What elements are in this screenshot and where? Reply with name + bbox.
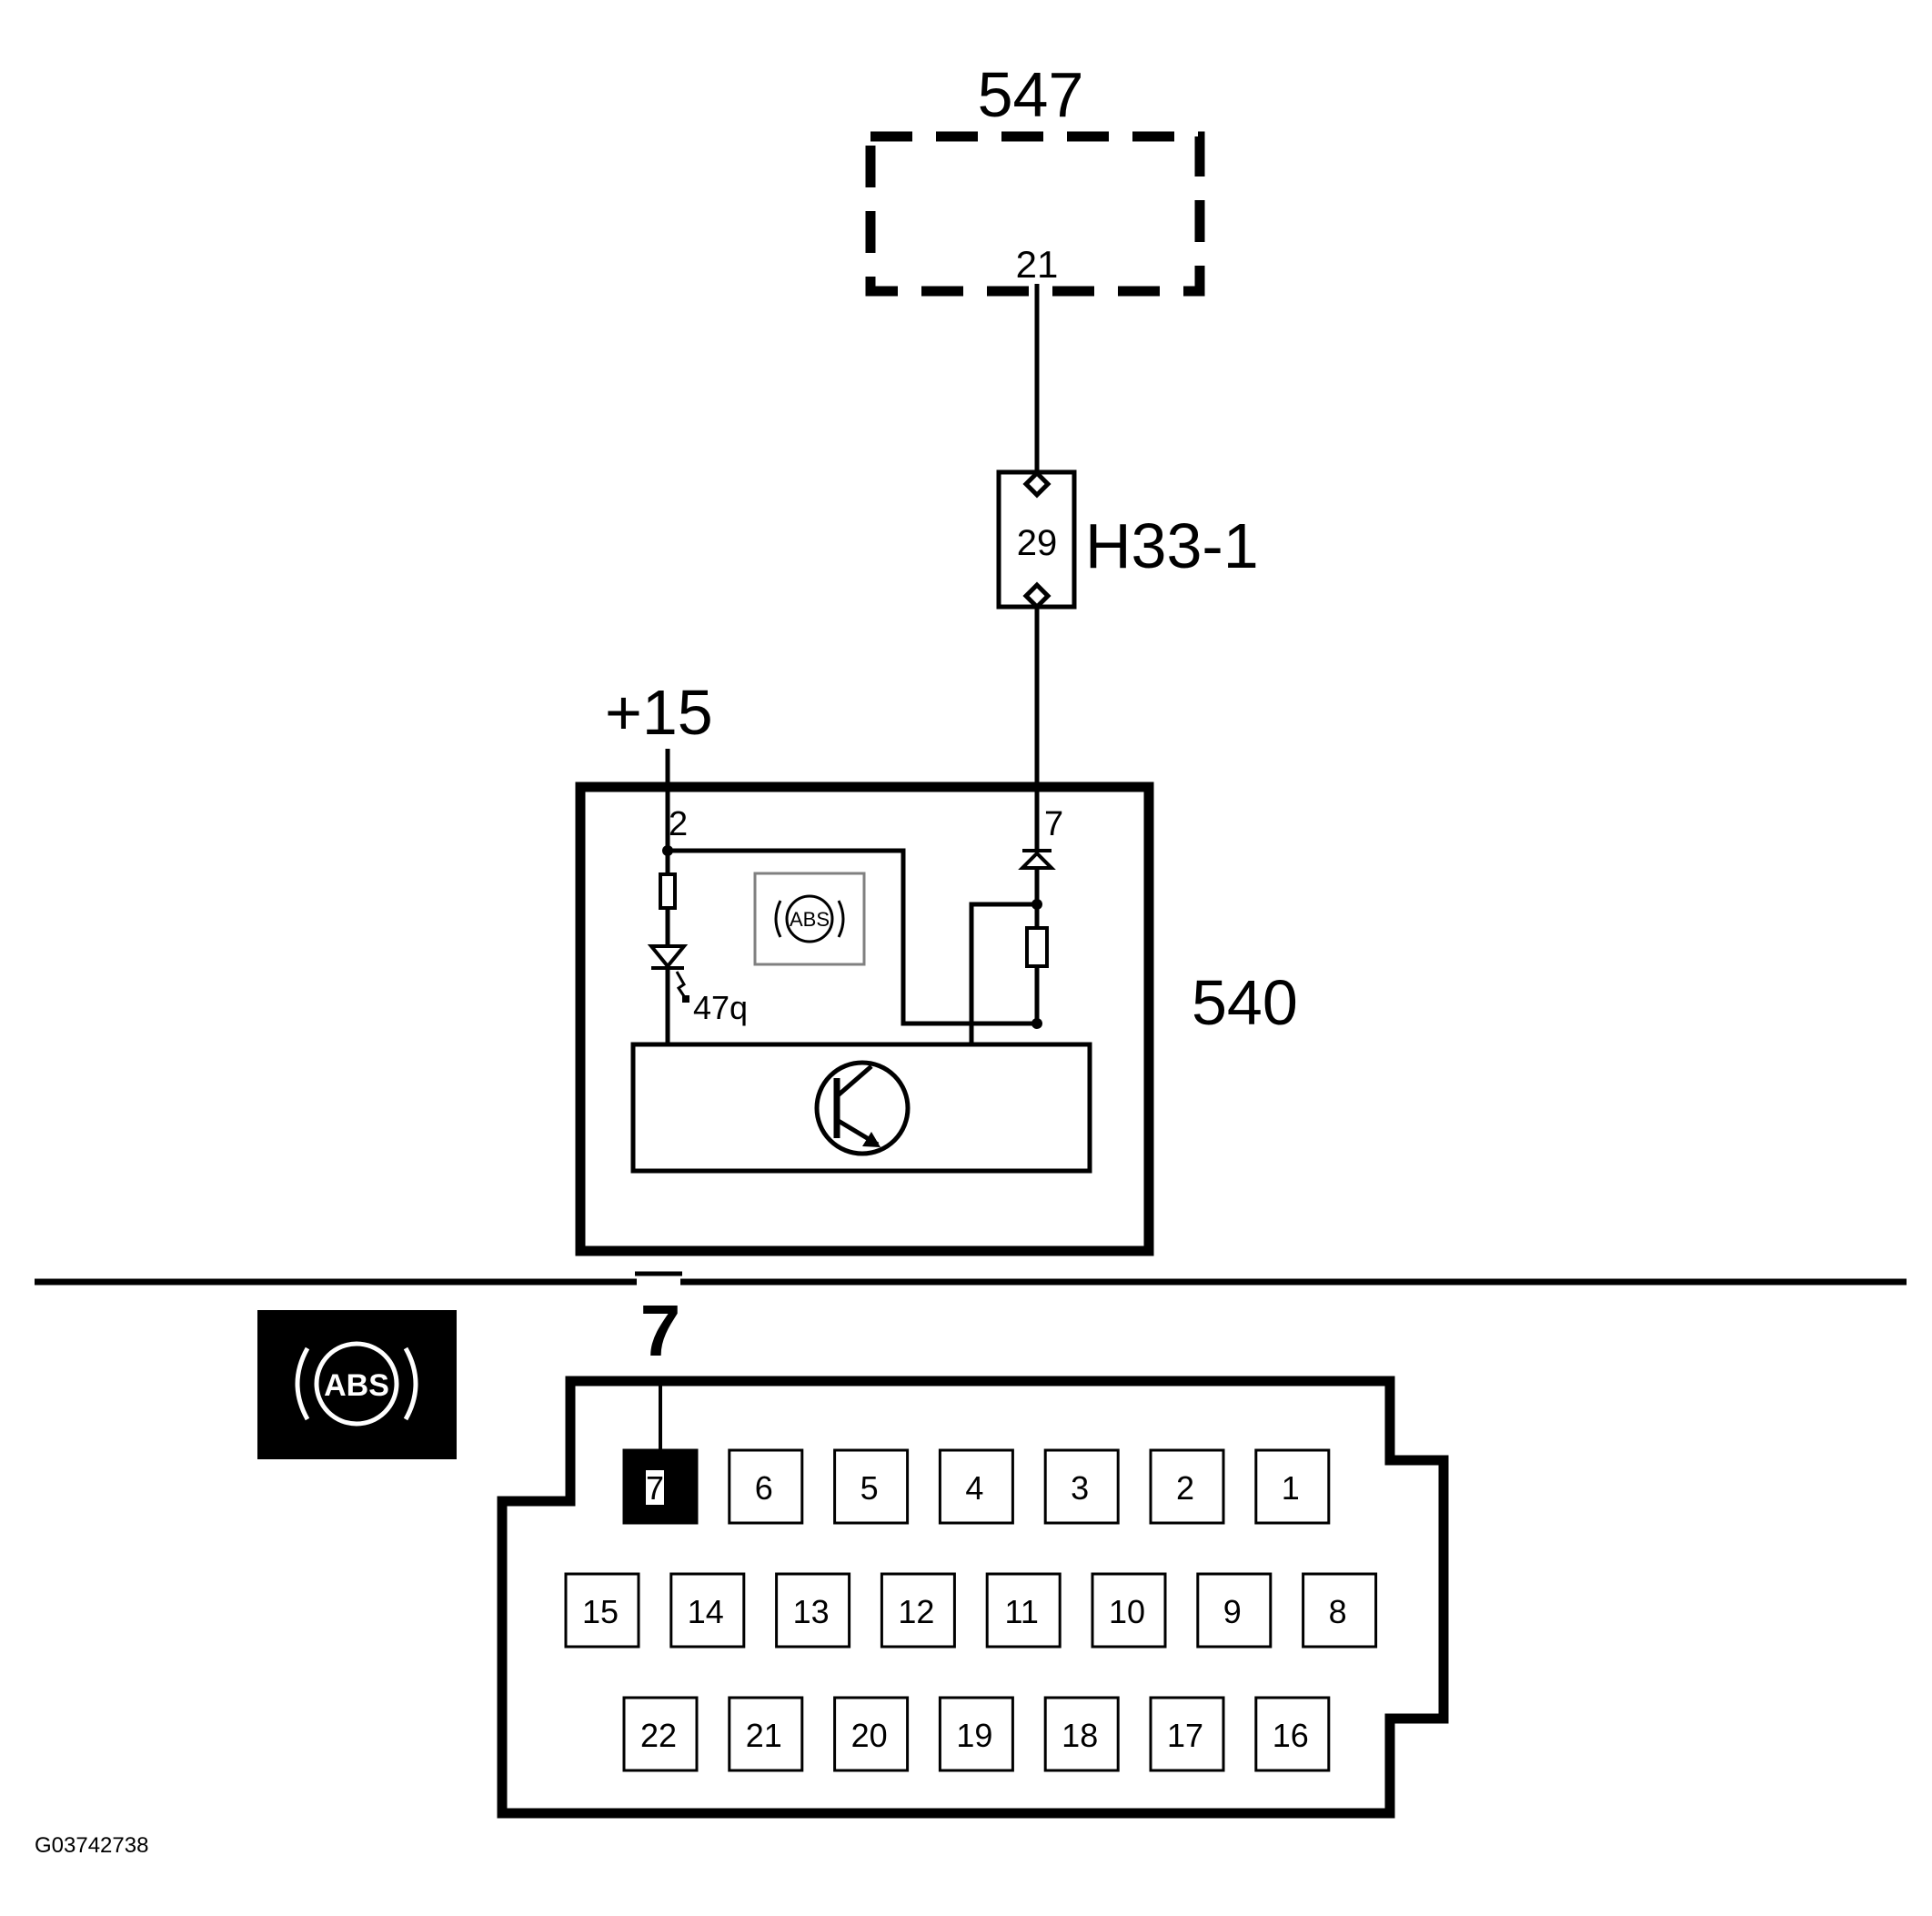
connector-pin-label: 16 (1273, 1717, 1309, 1754)
connector-pin-label: 17 (1167, 1717, 1203, 1754)
abs-warning-symbol-circle (314, 1341, 399, 1427)
connector-pin-10 (1091, 1572, 1167, 1649)
abs-lamp-icon-arc-left (774, 900, 782, 938)
connector-pin-label: 12 (898, 1593, 934, 1630)
trace-pin7-to-driver (969, 902, 1037, 1044)
connector-pin-label: 18 (1062, 1717, 1098, 1754)
resistor-right (1025, 926, 1049, 968)
connector-pin-16 (1254, 1696, 1331, 1772)
connector-pin-label: 13 (793, 1593, 830, 1630)
connector-pin-1 (1254, 1448, 1331, 1525)
module-540-label: 540 (1192, 967, 1298, 1038)
connector-pin-22 (622, 1696, 699, 1772)
connector-h33-1-top-terminal (1022, 469, 1052, 499)
module-540-outline (575, 782, 1154, 1256)
module-547-pin-label: 21 (1016, 243, 1059, 286)
module-540-pin-2-label: 2 (669, 805, 688, 843)
connector-pin-label: 21 (746, 1717, 782, 1754)
connector-pin-label: 14 (688, 1593, 724, 1630)
connector-pin-4 (938, 1448, 1014, 1525)
connector-pin-15 (564, 1572, 640, 1649)
connector-pin-label: 20 (851, 1717, 888, 1754)
connector-pin-21 (728, 1696, 804, 1772)
connector-pin-13 (775, 1572, 851, 1649)
abs-lamp-icon-text: ABS (790, 908, 830, 931)
driver-block (630, 1042, 1092, 1174)
led-lamp-symbol (647, 944, 689, 970)
connector-pin-label: 4 (965, 1469, 983, 1507)
connector-pin-5 (833, 1448, 910, 1525)
connector-pin-19 (938, 1696, 1014, 1772)
connector-pin-2 (1149, 1448, 1225, 1525)
pin-callout-label: 7 (640, 1290, 681, 1371)
transistor-icon (814, 1060, 911, 1156)
connector-pin-label: 8 (1329, 1593, 1347, 1630)
connector-pin-17 (1149, 1696, 1225, 1772)
connector-pin-label: 15 (582, 1593, 619, 1630)
abs-warning-symbol: ABS (257, 1310, 457, 1459)
supply-label: +15 (605, 677, 713, 748)
abs-lamp-icon-circle (785, 894, 834, 943)
connector-pin-6 (728, 1448, 804, 1525)
connector-pin-20 (833, 1696, 910, 1772)
module-540-pin-7-label: 7 (1044, 805, 1063, 843)
pin-callout-gap (637, 1274, 680, 1387)
abs-warning-symbol-bg (257, 1310, 457, 1459)
connector-pin-7-marker (646, 1470, 664, 1505)
connector-h33-1-pin-label: 29 (1017, 523, 1058, 563)
connector-pin-18 (1043, 1696, 1120, 1772)
abs-lamp-icon-frame (753, 872, 866, 966)
module-540: 540 2 7 47q ABS (575, 782, 1298, 1256)
connector-face-outline (497, 1376, 1449, 1819)
junction-dot-right-bottom (1031, 1018, 1042, 1029)
connector-pin-label: 6 (755, 1469, 773, 1507)
abs-lamp-icon: ABS (753, 872, 866, 966)
abs-warning-symbol-arc-right (403, 1346, 418, 1421)
connector-pin-label: 19 (956, 1717, 992, 1754)
abs-warning-symbol-arc-left (295, 1346, 310, 1421)
transistor-circle (814, 1060, 911, 1156)
connector-h33-1-bottom-terminal (1022, 581, 1052, 610)
connector-h33-1: 29 H33-1 (996, 469, 1259, 610)
connector-pin-9 (1196, 1572, 1273, 1649)
figure-id: G03742738 (35, 1833, 148, 1858)
lamp-label-47q: 47q (693, 989, 748, 1026)
connector-h33-1-label: H33-1 (1085, 510, 1259, 581)
connector-pin-label: 11 (1005, 1593, 1039, 1630)
connector-pin-12 (880, 1572, 956, 1649)
led-emission-arrow (675, 971, 688, 1000)
module-547: 547 21 (865, 59, 1205, 297)
abs-warning-symbol-text: ABS (324, 1368, 389, 1403)
connector-pin-label: 7 (646, 1469, 664, 1507)
diode-pin7 (1018, 851, 1056, 870)
connector-pin-3 (1043, 1448, 1120, 1525)
connector-pin-label: 2 (1176, 1469, 1194, 1507)
transistor-emitter-arrow (862, 1132, 880, 1147)
connector-pin-label: 5 (860, 1469, 879, 1507)
connector-pin-label: 10 (1109, 1593, 1145, 1630)
connector-pin-8 (1302, 1572, 1378, 1649)
abs-lamp-icon-arc-right (837, 900, 845, 938)
connector-pin-label: 9 (1223, 1593, 1242, 1630)
connector-pin-label: 1 (1282, 1469, 1300, 1507)
module-547-outline (865, 131, 1205, 297)
module-547-label: 547 (978, 59, 1084, 130)
resistor-left (659, 872, 677, 910)
led-emission-tip (682, 995, 689, 1003)
connector-pin-11 (985, 1572, 1062, 1649)
connector-pin-label: 3 (1071, 1469, 1089, 1507)
connector-pin-14 (669, 1572, 746, 1649)
connector-pin-label: 22 (640, 1717, 677, 1754)
transistor-collector (835, 1064, 873, 1098)
